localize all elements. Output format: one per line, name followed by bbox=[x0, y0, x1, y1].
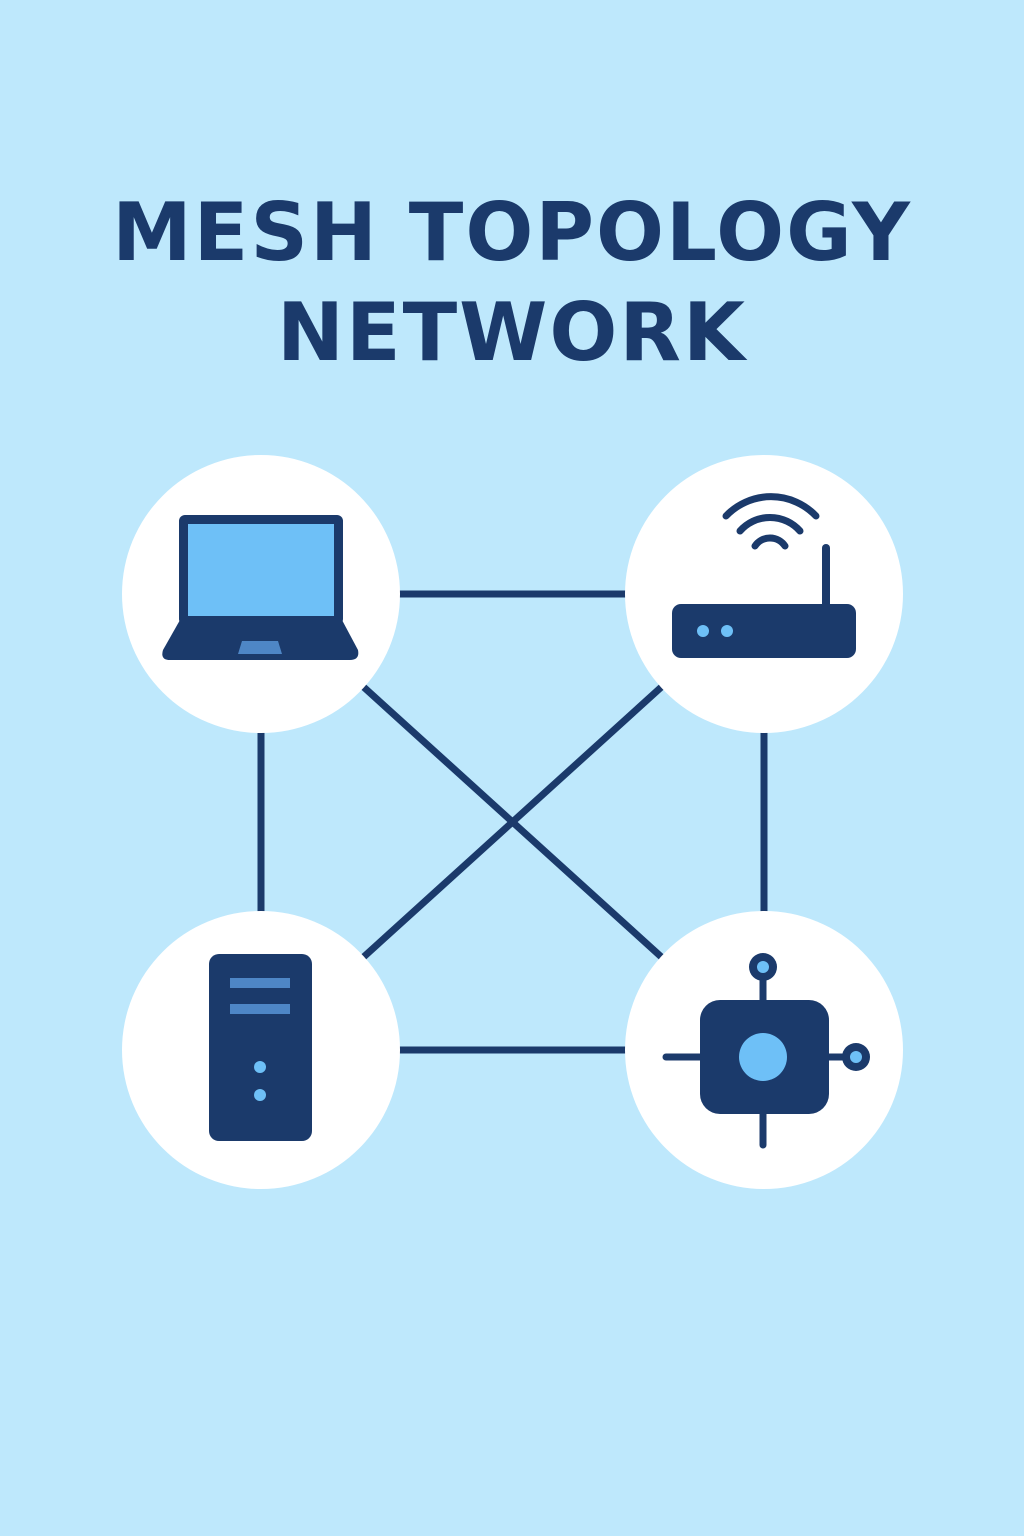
wifi-signal-icon bbox=[722, 493, 820, 550]
title-line-1: MESH TOPOLOGY bbox=[112, 186, 912, 279]
laptop-icon bbox=[162, 515, 359, 660]
network-hub-chip-icon bbox=[662, 953, 870, 1149]
server-tower-icon bbox=[209, 954, 312, 1141]
wifi-router-icon bbox=[672, 493, 856, 658]
title-line-2: NETWORK bbox=[277, 286, 748, 379]
node-laptop bbox=[122, 455, 400, 733]
node-hub bbox=[625, 911, 903, 1189]
node-server bbox=[122, 911, 400, 1189]
node-router bbox=[625, 455, 903, 733]
